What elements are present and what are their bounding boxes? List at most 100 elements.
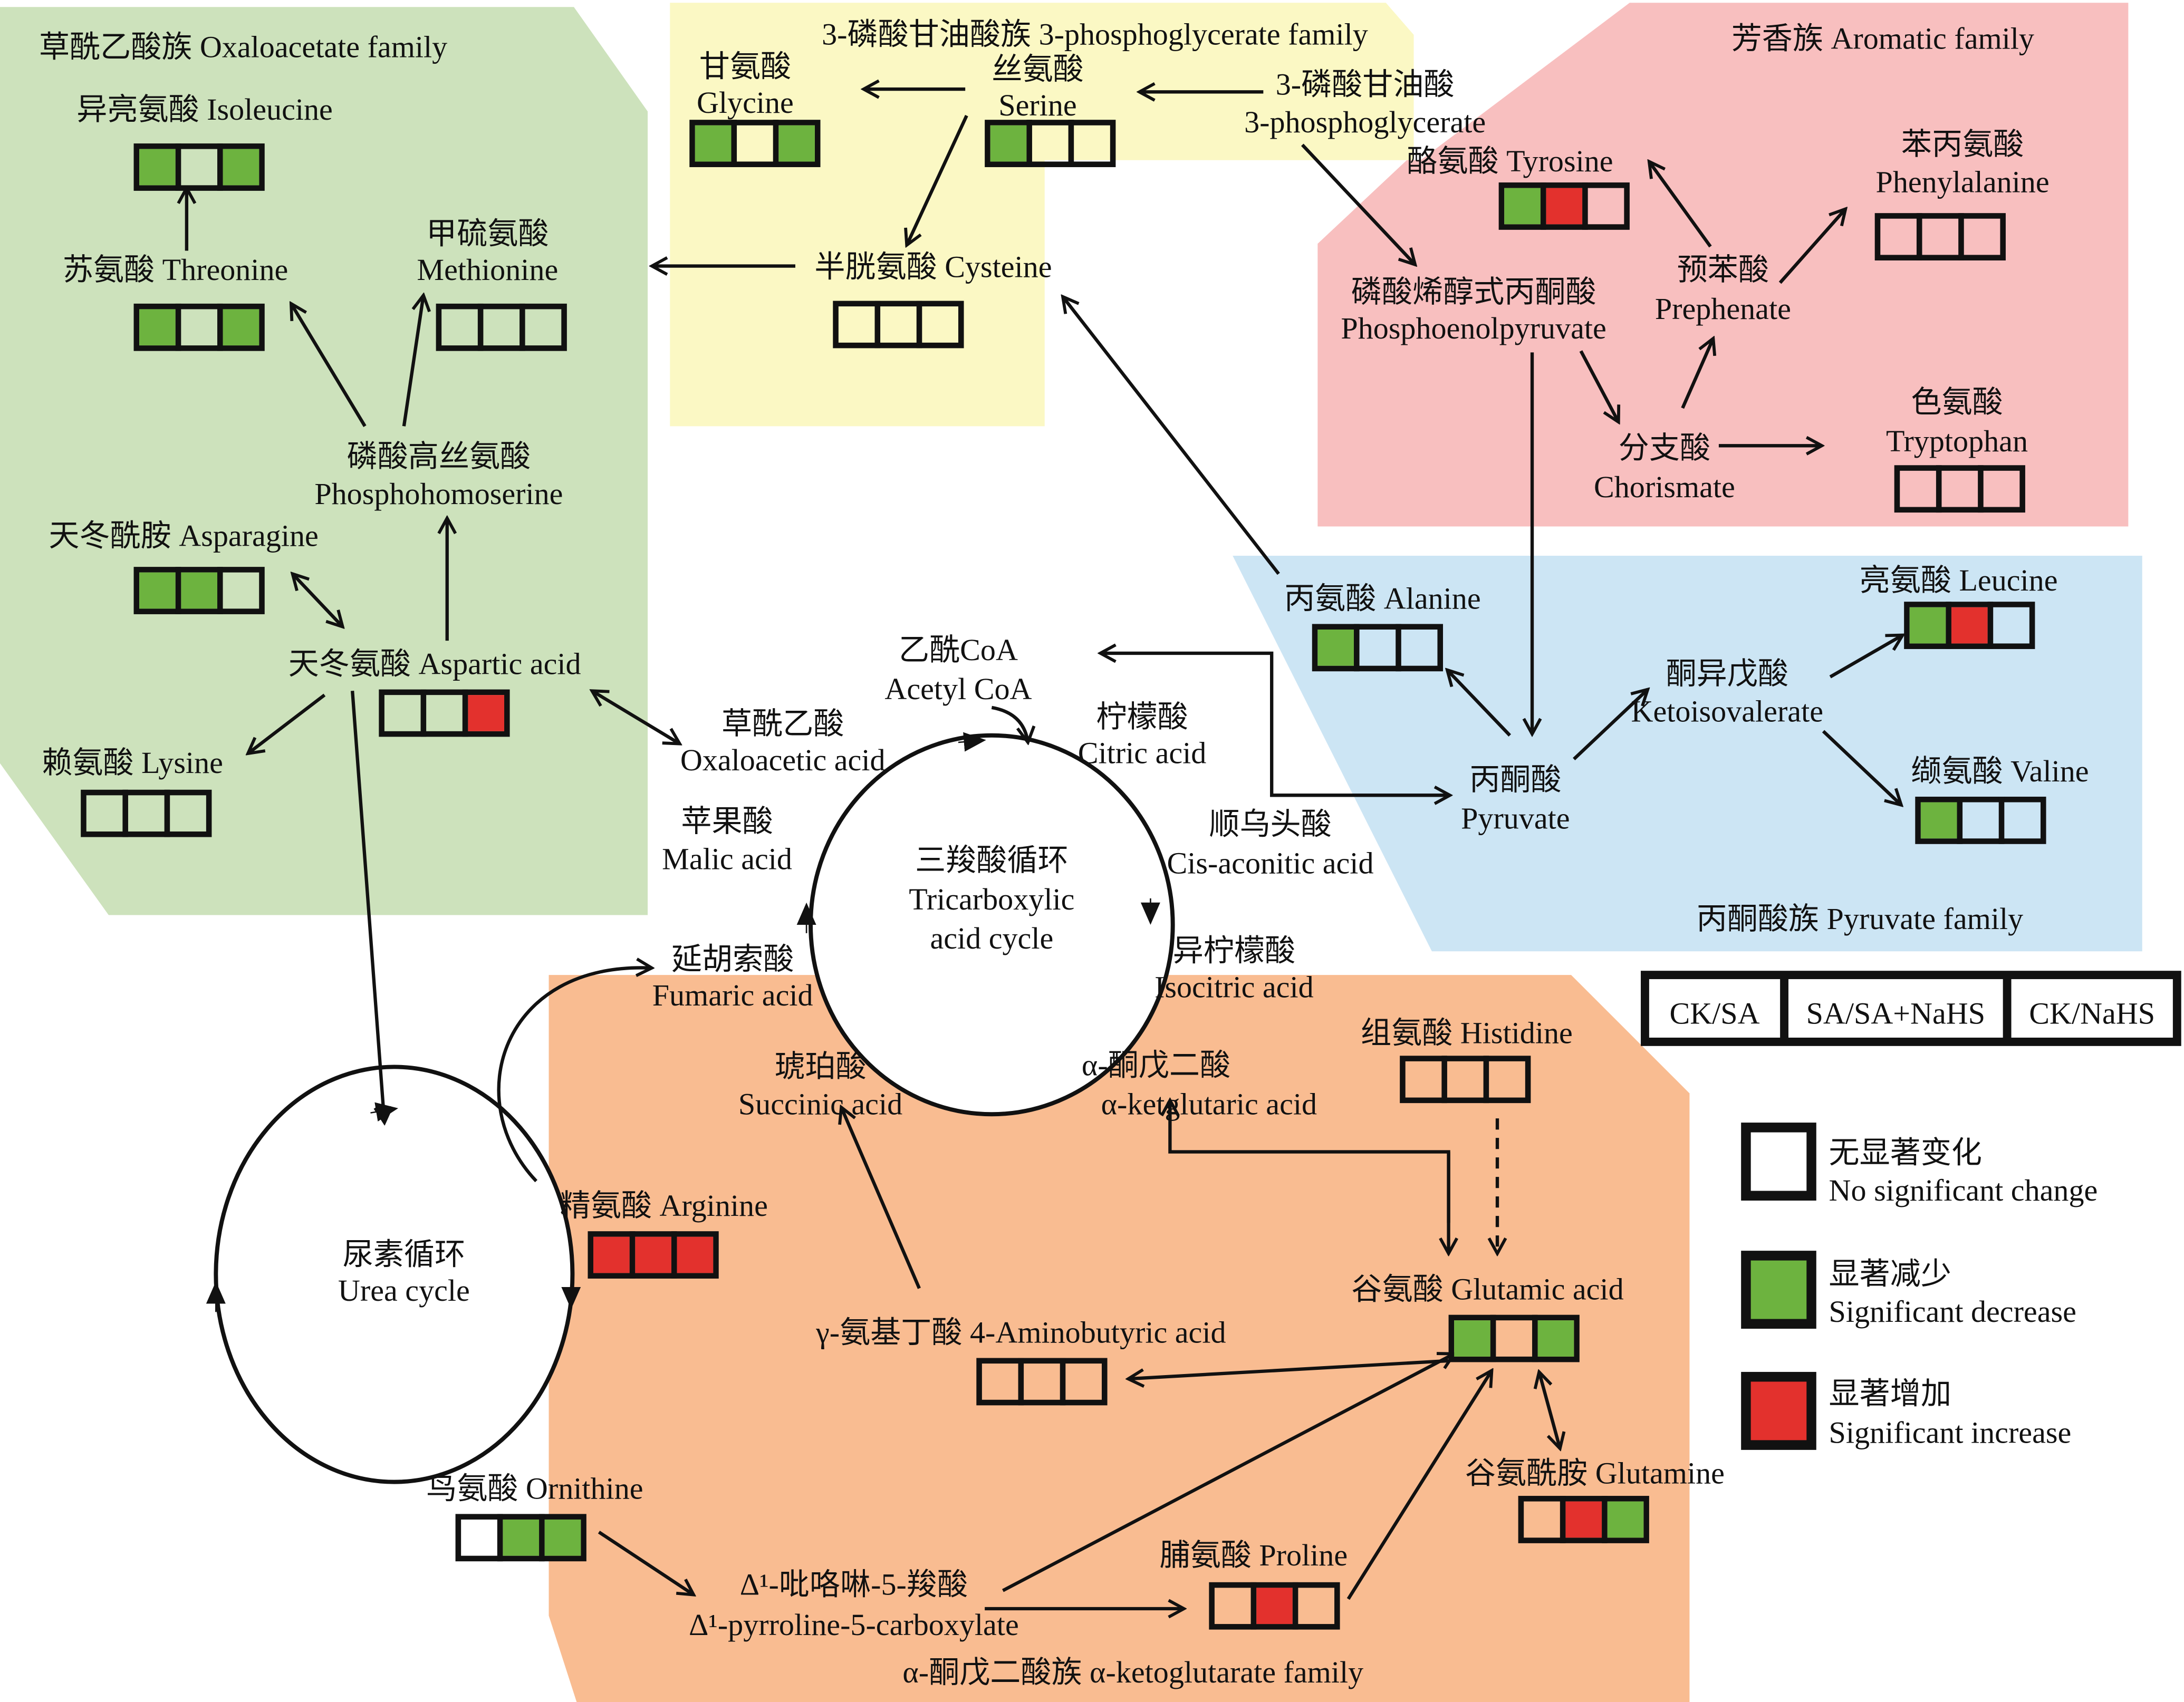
status-cell-ck-sa-decrease bbox=[139, 149, 176, 186]
arrow-pga-pep bbox=[1301, 143, 1415, 265]
metabolite-label: γ-氨基丁酸 4-Aminobutyric acid bbox=[815, 1315, 1226, 1349]
metabolite-histidine: 组氨酸 Histidine bbox=[1361, 1016, 1573, 1104]
status-cell-ck-nahs-decrease bbox=[1607, 1501, 1644, 1538]
aromatic-family-region bbox=[1317, 3, 2129, 527]
status-box-frame bbox=[1400, 1056, 1531, 1104]
metabolite-label: Δ¹-吡咯啉-5-羧酸 bbox=[740, 1568, 968, 1602]
metabolite-label-en: Citric acid bbox=[1078, 736, 1207, 770]
tca-cycle-label-zh: 三羧酸循环 bbox=[915, 843, 1068, 877]
status-cell-sa-sanahs-none bbox=[181, 149, 217, 186]
status-cell-ck-nahs-none bbox=[2004, 802, 2041, 839]
status-cell-ck-sa-none bbox=[441, 309, 478, 345]
status-cell-ck-sa-none bbox=[1215, 1588, 1251, 1624]
status-cell-ck-nahs-none bbox=[1298, 1588, 1334, 1624]
arrow-phs-thr bbox=[291, 304, 367, 427]
tca-cycle-label-en1: Tricarboxylic bbox=[909, 882, 1074, 916]
arrow-ala-cys bbox=[1063, 297, 1280, 575]
status-box-frame bbox=[133, 567, 265, 614]
arrow-kiv-leu bbox=[1829, 635, 1902, 679]
metabolite-label: 酪氨酸 Tyrosine bbox=[1407, 144, 1613, 178]
metabolite-label: 天冬氨酸 Aspartic acid bbox=[288, 647, 581, 681]
metabolite-label-en: α-ketglutaric acid bbox=[1101, 1087, 1317, 1121]
status-box-frame bbox=[1894, 465, 2025, 513]
status-cell-sa-sanahs-none bbox=[483, 309, 519, 345]
metabolite-label: 丝氨酸 bbox=[992, 52, 1083, 86]
status-box-frame bbox=[1312, 624, 1444, 672]
status-cell-sa-sanahs-none bbox=[1447, 1061, 1484, 1098]
metabolite-label-en: Prephenate bbox=[1655, 292, 1791, 326]
status-cell-ck-nahs-none bbox=[1401, 630, 1438, 666]
urea-cycle-circle bbox=[214, 1065, 575, 1484]
arrow-asp-lys bbox=[248, 693, 326, 753]
metabolite-label: 苹果酸 bbox=[681, 804, 773, 838]
status-box-frame bbox=[689, 120, 821, 167]
metabolite-label-en: 3-phosphoglycerate bbox=[1244, 105, 1486, 139]
metabolite-label: 缬氨酸 Valine bbox=[1911, 754, 2089, 788]
legend-header-cell bbox=[1649, 979, 1781, 1038]
legend-header-cell bbox=[2011, 979, 2173, 1038]
status-cell-sa-sanahs-increase bbox=[635, 1236, 671, 1273]
metabolite-alanine: 丙氨酸 Alanine bbox=[1284, 581, 1481, 672]
status-box-frame bbox=[976, 1358, 1108, 1406]
status-cell-sa-sanahs-none bbox=[426, 695, 463, 731]
status-box-frame bbox=[133, 143, 265, 191]
metabolite-glutamine: 谷氨酰胺 Glutamine bbox=[1465, 1456, 1725, 1543]
phosphoglycerate-family-title: 3-磷酸甘油酸族 3-phosphoglycerate family bbox=[822, 17, 1368, 52]
status-box-frame bbox=[1448, 1314, 1580, 1362]
metabolite-label: 精氨酸 Arginine bbox=[560, 1188, 768, 1223]
status-cell-ck-nahs-none bbox=[1065, 1363, 1102, 1400]
aromatic-family-title: 芳香族 Aromatic family bbox=[1731, 21, 2034, 55]
status-cell-ck-sa-none bbox=[384, 695, 421, 731]
metabolite-valine: 缬氨酸 Valine bbox=[1911, 754, 2089, 844]
metabolite-label: 预苯酸 bbox=[1677, 253, 1769, 287]
status-box-frame bbox=[1498, 182, 1630, 230]
status-cell-ck-sa-none bbox=[1900, 471, 1936, 507]
metabolite-label-en: Cis-aconitic acid bbox=[1167, 846, 1374, 880]
urea-cycle-label-zh: 尿素循环 bbox=[343, 1237, 465, 1272]
arrow-phs-met bbox=[402, 295, 424, 427]
status-cell-ck-nahs-none bbox=[1489, 1061, 1525, 1098]
tca-arrowhead-top bbox=[958, 732, 986, 752]
status-cell-sa-sanahs-increase bbox=[1951, 607, 1988, 644]
arrow-gaba-succ bbox=[841, 1107, 921, 1289]
metabolite-label-en: Phosphoenolpyruvate bbox=[1341, 311, 1606, 345]
status-cell-ck-sa-none bbox=[1406, 1061, 1442, 1098]
status-cell-sa-sanahs-none bbox=[1024, 1363, 1060, 1400]
legend-swatch-increase bbox=[1750, 1381, 1807, 1440]
legend-swatch-decrease bbox=[1750, 1260, 1807, 1319]
metabolite-label: 草酰乙酸 bbox=[721, 707, 844, 741]
arrow-urea-fumaric bbox=[497, 968, 652, 1183]
status-cell-sa-sanahs-decrease bbox=[503, 1519, 540, 1556]
metabolite-ornithine: 鸟氨酸 Ornithine bbox=[426, 1471, 643, 1562]
status-cell-ck-sa-decrease bbox=[139, 309, 176, 346]
status-cell-ck-nahs-decrease bbox=[223, 309, 259, 346]
status-cell-ck-sa-decrease bbox=[1504, 188, 1541, 225]
status-box-frame bbox=[436, 303, 567, 351]
status-cell-ck-sa-none bbox=[982, 1363, 1018, 1400]
metabolite-proline: 脯氨酸 Proline bbox=[1160, 1538, 1348, 1630]
status-box-frame bbox=[833, 301, 964, 349]
status-cell-ck-nahs-increase bbox=[677, 1236, 714, 1273]
legend-header-cell bbox=[1788, 979, 2003, 1038]
metabolite-label-en: Oxaloacetic acid bbox=[680, 743, 886, 777]
pyruvate-family-region bbox=[1233, 555, 2142, 952]
status-cell-sa-sanahs-none bbox=[1360, 630, 1396, 666]
status-box-frame bbox=[379, 689, 510, 737]
status-cell-sa-sanahs-increase bbox=[1546, 188, 1583, 225]
metabolite-leucine: 亮氨酸 Leucine bbox=[1860, 563, 2058, 649]
metabolite-label: α-酮戊二酸 bbox=[1082, 1048, 1230, 1082]
metabolite-label: 苏氨酸 Threonine bbox=[63, 253, 288, 287]
phosphoglycerate-family-region bbox=[670, 3, 1414, 427]
